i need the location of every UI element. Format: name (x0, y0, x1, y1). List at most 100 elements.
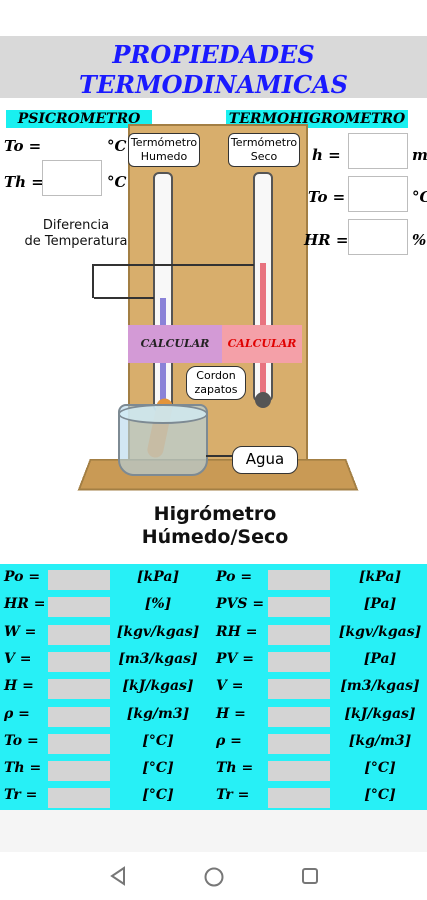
result-right-unit: [°C] (364, 787, 396, 804)
wet-thermometer-label: Termómetro Humedo (128, 133, 200, 167)
bottom-spacer (0, 810, 427, 852)
result-left-value (48, 679, 110, 700)
diff-arrow (92, 264, 94, 298)
result-left-unit: [kJ/kgas] (122, 678, 194, 695)
result-right-value (268, 788, 330, 809)
termo-h-label: h = (312, 146, 341, 164)
termo-hr-label: HR = (304, 231, 349, 249)
diagram-caption-line2: Húmedo/Seco (141, 526, 289, 548)
result-left-unit: [°C] (142, 787, 174, 804)
result-left-unit: [kgv/kgas] (116, 623, 200, 640)
calculate-psicrometro-button[interactable]: CALCULAR (128, 325, 222, 363)
diff-label-line2: de Temperatura (24, 234, 128, 249)
result-right-label: H = (216, 705, 246, 722)
wet-thermometer-label-line1: Termómetro (130, 136, 198, 149)
water-label: Agua (232, 446, 298, 474)
result-right-label: Th = (216, 760, 254, 777)
result-left-value (48, 733, 110, 754)
result-left-label: W = (4, 623, 37, 640)
results-panel: Po = [kPa] HR = [%] W = [kgv/kgas] V = [m3/kgas… (0, 564, 427, 810)
cordon-label-line1: Cordon (196, 369, 236, 382)
result-left-label: HR = (4, 596, 46, 613)
termo-h-input[interactable] (348, 133, 408, 169)
result-right-label: PV = (216, 650, 254, 667)
result-right-unit: [kg/m3] (348, 732, 412, 749)
tab-psicrometro[interactable]: PSICROMETRO (6, 110, 152, 128)
home-icon[interactable] (203, 866, 225, 888)
result-right-value (268, 597, 330, 618)
result-left-unit: [m3/kgas] (118, 650, 198, 667)
result-right-label: ρ = (216, 732, 242, 749)
result-left-unit: [kg/m3] (126, 705, 190, 722)
result-left-label: Tr = (4, 787, 38, 804)
result-right-label: RH = (216, 623, 258, 640)
diff-label-line1: Diferencia (42, 218, 110, 233)
result-right-value (268, 679, 330, 700)
termo-hr-unit: % (412, 231, 427, 249)
result-right-unit: [kJ/kgas] (344, 705, 416, 722)
water-container-rim (118, 404, 208, 424)
psicro-to-label: To = (4, 137, 42, 155)
result-right-value (268, 761, 330, 782)
result-right-value (268, 706, 330, 727)
result-left-label: V = (4, 650, 32, 667)
result-right-unit: [°C] (364, 760, 396, 777)
result-left-value (48, 570, 110, 590)
result-left-value (48, 597, 110, 618)
result-left-unit: [%] (144, 596, 172, 613)
result-left-unit: [°C] (142, 760, 174, 777)
result-right-unit: [kPa] (358, 569, 402, 585)
back-icon[interactable] (108, 866, 128, 886)
dry-thermometer-bulb (255, 392, 271, 408)
wet-thermometer-label-line2: Humedo (140, 150, 188, 163)
result-left-label: ρ = (4, 705, 30, 722)
cordon-label-line2: zapatos (194, 383, 238, 396)
result-right-label: PVS = (216, 596, 265, 613)
dry-thermometer-label: Termómetro Seco (228, 133, 300, 167)
diff-label: Diferencia de Temperatura (0, 218, 152, 250)
result-right-label: Po = (216, 569, 253, 585)
psicro-to-unit: °C (107, 137, 127, 155)
result-right-value (268, 570, 330, 590)
psicro-th-input[interactable] (42, 160, 102, 196)
result-right-unit: [Pa] (363, 596, 397, 613)
page-title-line1: PROPIEDADES (112, 40, 315, 69)
dry-thermometer-label-line2: Seco (250, 150, 278, 163)
cordon-label: Cordon zapatos (186, 366, 246, 400)
termo-to-label: To = (308, 188, 346, 206)
psicro-th-unit: °C (107, 173, 127, 191)
calculate-termohigrometro-button[interactable]: CALCULAR (222, 325, 302, 363)
psicro-th-label: Th = (4, 173, 44, 191)
recents-icon[interactable] (300, 866, 320, 886)
result-right-value (268, 651, 330, 672)
result-left-label: Po = (4, 569, 41, 585)
tab-termohigrometro[interactable]: TERMOHIGROMETRO (226, 110, 408, 128)
result-right-label: Tr = (216, 787, 250, 804)
result-right-unit: [Pa] (363, 650, 397, 667)
result-left-value (48, 624, 110, 645)
result-left-label: To = (4, 732, 39, 749)
result-left-label: Th = (4, 760, 42, 777)
result-left-value (48, 761, 110, 782)
termo-h-unit: m (412, 146, 427, 164)
result-left-value (48, 706, 110, 727)
result-left-unit: [°C] (142, 732, 174, 749)
system-navbar (0, 852, 427, 900)
result-left-value (48, 651, 110, 672)
result-right-label: V = (216, 678, 244, 695)
termo-to-unit: °C (412, 188, 427, 206)
diagram-caption-line1: Higrómetro (153, 503, 277, 525)
title-bar (0, 36, 427, 98)
dry-thermometer-label-line1: Termómetro (230, 136, 298, 149)
result-right-unit: [m3/kgas] (340, 678, 420, 695)
termo-hr-input[interactable] (348, 219, 408, 255)
termo-to-input[interactable] (348, 176, 408, 212)
diff-line-top (94, 264, 254, 266)
result-right-unit: [kgv/kgas] (338, 623, 422, 640)
result-right-value (268, 624, 330, 645)
page-title-line2: TERMODINAMICAS (78, 70, 348, 99)
result-right-value (268, 733, 330, 754)
result-left-value (48, 788, 110, 809)
result-left-unit: [kPa] (136, 569, 180, 585)
diff-line-bottom (94, 297, 154, 299)
